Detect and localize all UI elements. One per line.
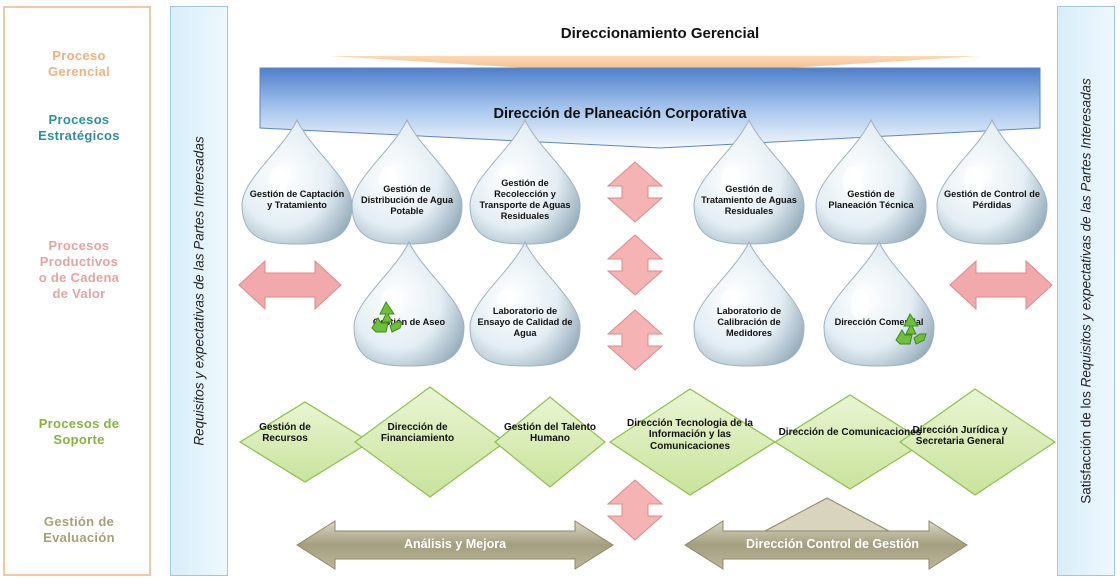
process-label: Laboratorio de Calibración de Medidores xyxy=(716,305,782,338)
water-drop-icon xyxy=(351,118,463,245)
left-horizontal-arrow xyxy=(238,259,342,311)
leftright-arrow-icon xyxy=(949,259,1053,311)
process-label: Dirección Comercial xyxy=(834,316,924,327)
support-process: Dirección Jurídica y Secretaria General xyxy=(900,408,1020,464)
water-drop-icon xyxy=(469,240,581,367)
process-drop: Gestión de Recolección y Transporte de A… xyxy=(466,118,584,246)
process-label: Gestión de Recolección y Transporte de A… xyxy=(479,178,571,221)
water-drop-icon xyxy=(815,118,927,245)
updown-arrow-icon xyxy=(606,234,664,296)
process-drop: Gestión de Distribución de Agua Potable xyxy=(348,118,466,246)
planeacion-title: Dirección de Planeación Corporativa xyxy=(493,106,747,122)
support-process: Dirección de Financiamiento xyxy=(355,412,480,454)
support-process-label: Dirección de Financiamiento xyxy=(380,421,455,445)
updown-arrow-icon xyxy=(606,161,664,223)
analysis-arrow-icon xyxy=(296,520,614,570)
input-requirements-text: Requisitos y expectativas de las Partes … xyxy=(191,136,207,446)
support-process: Dirección de Comunicaciones xyxy=(775,412,925,454)
updown-arrow-icon xyxy=(606,309,664,371)
support-process-label: Dirección Tecnologia de la Información y… xyxy=(627,417,753,452)
control-gestion-label: Dirección Control de Gestión xyxy=(746,537,919,551)
process-drop: Gestión de Planeación Técnica xyxy=(812,118,930,246)
recycle-icon xyxy=(371,301,403,333)
process-drop: Gestión de Tratamiento de Aguas Residual… xyxy=(690,118,808,246)
support-process: Gestión del Talento Humano xyxy=(495,412,605,454)
vertical-arrows xyxy=(606,161,664,371)
process-label: Gestión de Aseo xyxy=(372,316,446,327)
support-diamond xyxy=(494,396,606,488)
water-drop-icon xyxy=(469,118,581,245)
process-label: Gestión de Distribución de Agua Potable xyxy=(360,183,454,216)
process-drop: Gestión de Captación y Tratamiento xyxy=(238,118,356,246)
planeacion-band xyxy=(259,67,1041,149)
support-process: Dirección Tecnologia de la Información y… xyxy=(615,408,765,462)
gerencial-band xyxy=(330,56,980,76)
water-drop-icon xyxy=(241,118,353,245)
updown-arrow-icon xyxy=(606,479,664,541)
water-drop-icon xyxy=(693,240,805,367)
direccionamiento-title: Direccionamiento Gerencial xyxy=(560,25,760,42)
support-process-label: Dirección Jurídica y Secretaria General xyxy=(912,424,1008,448)
input-requirements-panel: Requisitos y expectativas de las Partes … xyxy=(170,6,228,576)
evaluation-arrows xyxy=(296,497,968,570)
support-process-label: Gestión de Recursos xyxy=(259,421,311,445)
process-label: Gestión de Tratamiento de Aguas Residual… xyxy=(701,183,797,216)
direction-bands xyxy=(259,56,1041,149)
output-satisfaction-panel: Satisfacción de los Requisitos y expecta… xyxy=(1057,6,1115,576)
process-drop: Gestión de Control de Pérdidas xyxy=(933,118,1051,246)
water-drop-icon xyxy=(936,118,1048,245)
support-process-label: Gestión del Talento Humano xyxy=(503,421,597,445)
leftright-arrow-icon xyxy=(238,259,342,311)
recycle-icon xyxy=(895,313,927,345)
process-drop: Gestión de Aseo xyxy=(350,240,468,368)
output-satisfaction-requirements: Requisitos y expectativas de las Partes … xyxy=(1078,78,1094,388)
process-label: Gestión de Control de Pérdidas xyxy=(944,189,1040,210)
support-diamonds xyxy=(238,386,1057,498)
output-satisfaction-text: Satisfacción de los Requisitos y expecta… xyxy=(1079,78,1094,503)
process-label: Gestión de Captación y Tratamiento xyxy=(249,189,345,210)
support-process-label: Dirección de Comunicaciones xyxy=(778,427,922,439)
process-drop: Laboratorio de Ensayo de Calidad de Agua xyxy=(466,240,584,368)
process-drop: Laboratorio de Calibración de Medidores xyxy=(690,240,808,368)
process-label: Laboratorio de Ensayo de Calidad de Agua xyxy=(477,305,573,338)
analisis-mejora-label: Análisis y Mejora xyxy=(403,537,507,551)
process-drop: Dirección Comercial xyxy=(820,240,938,368)
support-process: Gestión de Recursos xyxy=(240,412,330,454)
right-horizontal-arrow xyxy=(949,259,1053,311)
control-triangle-icon xyxy=(764,497,890,532)
process-label: Gestión de Planeación Técnica xyxy=(828,189,914,210)
support-diamond xyxy=(898,388,1057,496)
control-arrow-icon xyxy=(684,520,968,570)
output-satisfaction-prefix: Satisfacción de los xyxy=(1078,387,1094,504)
evaluation-updown-arrow xyxy=(606,479,664,541)
